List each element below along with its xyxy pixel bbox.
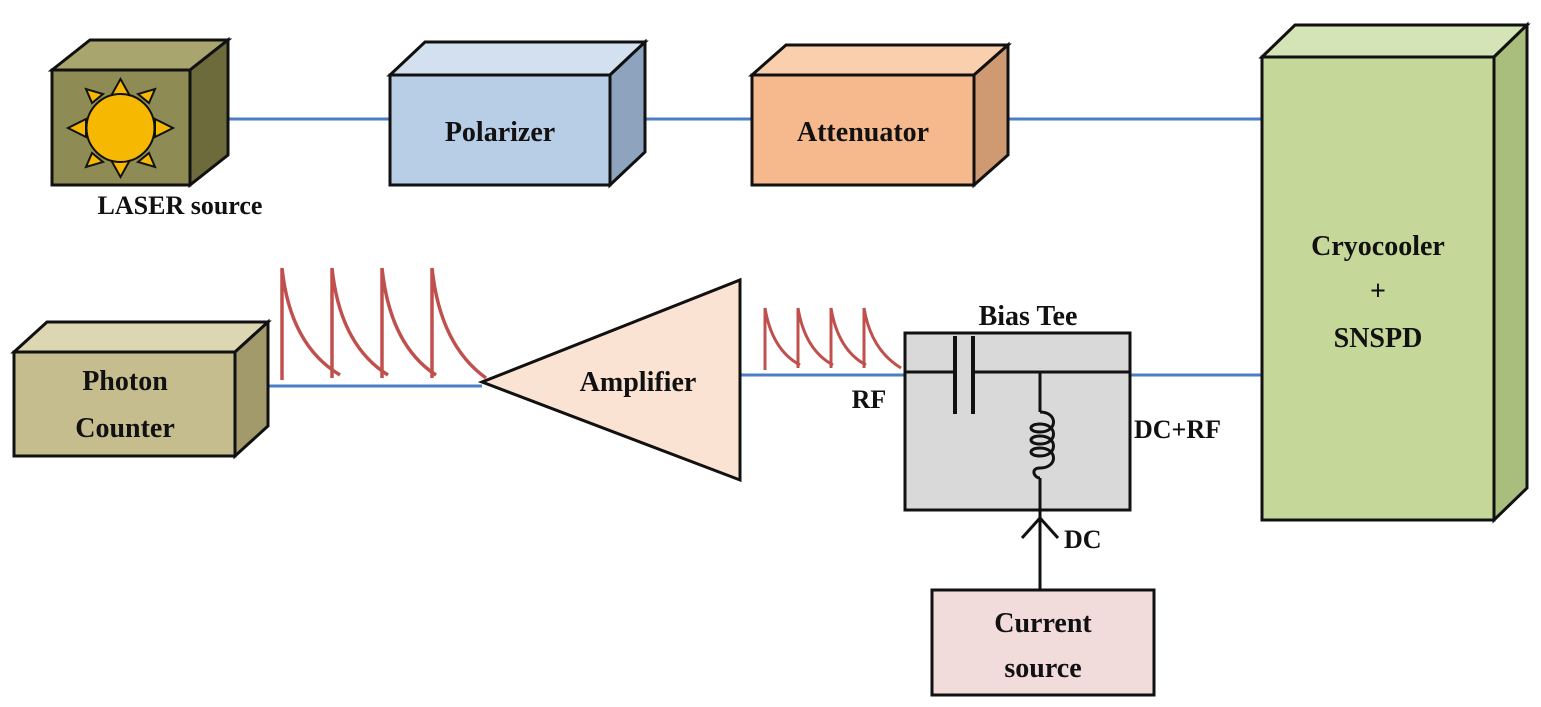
dc-label: DC — [1064, 525, 1102, 554]
amplifier: Amplifier — [477, 277, 742, 483]
polarizer: Polarizer — [386, 38, 649, 189]
bias-tee: Bias Tee RF DC+RF — [852, 301, 1221, 512]
capacitor-icon — [953, 336, 975, 414]
plus-label: + — [1370, 276, 1386, 307]
inductor-icon — [1029, 410, 1055, 480]
optical-fiber-lines — [228, 117, 1262, 388]
pulse-small-3 — [829, 307, 867, 368]
pulse-small-1 — [763, 307, 801, 370]
snspd-label: SNSPD — [1334, 323, 1423, 354]
cryocooler-label: Cryocooler — [1311, 231, 1445, 262]
pulse-small-4 — [862, 307, 902, 370]
dc-rf-port-label: DC+RF — [1134, 415, 1221, 444]
amplified-pulses — [280, 267, 488, 380]
pulse-large-1 — [280, 267, 341, 380]
arrow-up-icon — [1020, 515, 1060, 540]
sun-icon — [65, 76, 176, 180]
current-source: Current source — [930, 588, 1156, 697]
pulse-large-2 — [330, 267, 389, 378]
rf-port-label: RF — [852, 385, 887, 414]
current-source-label-line2: source — [1004, 653, 1081, 684]
photon-counter-label-line1: Photon — [82, 366, 168, 397]
laser-source-label: LASER source — [98, 191, 263, 220]
laser-source: LASER source — [47, 36, 263, 220]
attenuator: Attenuator — [748, 41, 1012, 189]
current-source-label-line1: Current — [994, 608, 1092, 639]
photon-counter-label-line2: Counter — [75, 413, 175, 444]
photon-counter: Photon Counter — [10, 318, 272, 460]
amplifier-label: Amplifier — [580, 367, 697, 398]
attenuator-label: Attenuator — [797, 117, 929, 148]
cryocooler-snspd: Cryocooler + SNSPD — [1258, 21, 1531, 524]
dc-feed — [1020, 510, 1060, 590]
pulse-large-4 — [430, 267, 488, 380]
pulse-large-3 — [380, 267, 437, 378]
polarizer-label: Polarizer — [445, 117, 555, 148]
pulse-small-2 — [796, 307, 834, 368]
bias-tee-label: Bias Tee — [979, 301, 1078, 332]
raw-pulses — [763, 307, 902, 370]
